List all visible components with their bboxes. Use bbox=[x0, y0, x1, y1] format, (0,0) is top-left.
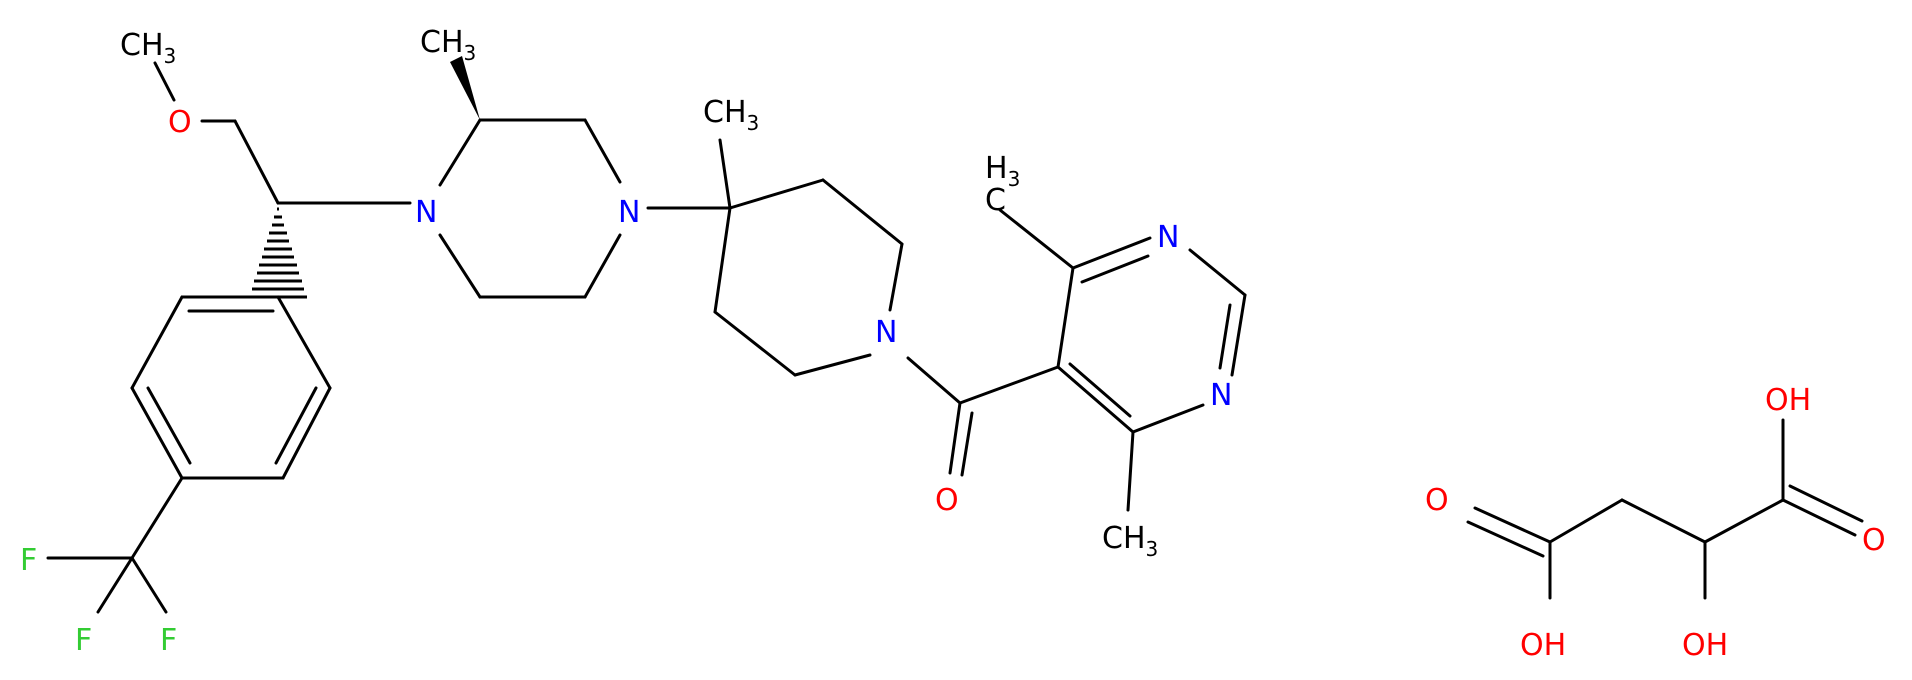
label-carbonyl-o: O bbox=[935, 483, 959, 518]
label-ci-oh-bottom-mid: OH bbox=[1682, 628, 1728, 663]
bond-ar6 bbox=[276, 295, 332, 390]
bond-n4-c5 bbox=[583, 233, 622, 299]
bond-cq-methyl bbox=[718, 138, 732, 210]
label-pz-n1: N bbox=[415, 195, 437, 230]
wedge-bond-methyl bbox=[450, 56, 480, 120]
bond-pyr6-inner bbox=[1068, 362, 1132, 418]
bond-pip5 bbox=[713, 310, 797, 377]
label-f3: F bbox=[160, 623, 177, 658]
label-methoxy-ch3: CH3 bbox=[120, 28, 176, 68]
label-pyr-methyl-top-c: C bbox=[985, 183, 1006, 218]
bond-carbonyl-pyr bbox=[958, 365, 1060, 405]
label-pyr-n3: N bbox=[1210, 378, 1232, 413]
ci-bond-co-left-2 bbox=[1466, 520, 1545, 558]
ci-bond-co-right-1 bbox=[1781, 498, 1857, 537]
ci-bond-4 bbox=[1703, 498, 1785, 544]
ci-bond-3 bbox=[1620, 498, 1707, 544]
bond-co-2 bbox=[960, 411, 974, 477]
bond-pyr-methyl-bottom bbox=[1126, 430, 1135, 512]
bond-pip6 bbox=[713, 206, 732, 314]
label-f1: F bbox=[20, 543, 37, 578]
bond-ar3-inner bbox=[146, 386, 192, 465]
bond-n1-c2 bbox=[438, 118, 482, 187]
label-pyr-methyl-top: H3 bbox=[985, 151, 1020, 191]
bond-ar-cf3 bbox=[130, 476, 184, 560]
atom-labels: CH3 O CH3 N N CH3 N O H3 C N N CH3 F F F… bbox=[20, 25, 1886, 663]
label-pz-n4: N bbox=[618, 195, 640, 230]
label-ci-o-left: O bbox=[1425, 483, 1449, 518]
ci-bond-co-left-1 bbox=[1473, 506, 1552, 544]
label-ci-oh-top: OH bbox=[1765, 383, 1811, 418]
label-ci-oh-bottom-left: OH bbox=[1520, 628, 1566, 663]
bond-ch2-ch bbox=[233, 119, 280, 205]
bond-ar2 bbox=[130, 295, 184, 390]
bond-pip3 bbox=[888, 242, 904, 312]
bond-pyr5 bbox=[1131, 403, 1205, 434]
bond-pyr2 bbox=[1071, 236, 1152, 270]
label-pip-n: N bbox=[875, 315, 897, 350]
bond-ar3 bbox=[130, 386, 184, 480]
bond-co-1 bbox=[948, 401, 962, 475]
label-ether-o: O bbox=[168, 105, 192, 140]
bond-n-carbonyl bbox=[906, 356, 962, 405]
ci-bond-co-right-2 bbox=[1788, 484, 1864, 523]
bond-pyr2-inner bbox=[1080, 254, 1150, 284]
bond-pyr4-inner bbox=[1218, 303, 1232, 370]
bond-c-f2 bbox=[96, 556, 134, 614]
bond-c3-n4 bbox=[583, 118, 622, 184]
hashed-wedge-bond bbox=[249, 207, 307, 299]
bond-ch3-o bbox=[153, 61, 176, 102]
bond-ar5 bbox=[281, 386, 332, 480]
bond-c6-n1 bbox=[438, 233, 482, 299]
label-ci-o-right: O bbox=[1862, 523, 1886, 558]
main-molecule-bonds bbox=[46, 56, 1247, 614]
bond-pip1 bbox=[728, 178, 825, 210]
bond-pyr-methyl-top bbox=[998, 208, 1075, 270]
bond-pyr4 bbox=[1230, 293, 1247, 377]
bond-pip2 bbox=[821, 178, 904, 246]
bond-ar5-inner bbox=[274, 386, 318, 465]
label-pz-methyl: CH3 bbox=[420, 25, 476, 65]
label-pyr-methyl-bottom: CH3 bbox=[1102, 521, 1158, 561]
label-pyr-n1: N bbox=[1157, 220, 1179, 255]
bond-pyr1 bbox=[1056, 266, 1075, 369]
bond-pyr3 bbox=[1188, 248, 1247, 297]
bond-pyr6 bbox=[1056, 365, 1135, 434]
bond-c-f3 bbox=[130, 556, 168, 614]
label-pip-methyl: CH3 bbox=[703, 95, 759, 135]
counterion-bonds bbox=[1466, 418, 1864, 600]
bond-pip4 bbox=[793, 353, 872, 377]
ci-bond-2 bbox=[1548, 498, 1624, 544]
label-f2: F bbox=[75, 623, 92, 658]
